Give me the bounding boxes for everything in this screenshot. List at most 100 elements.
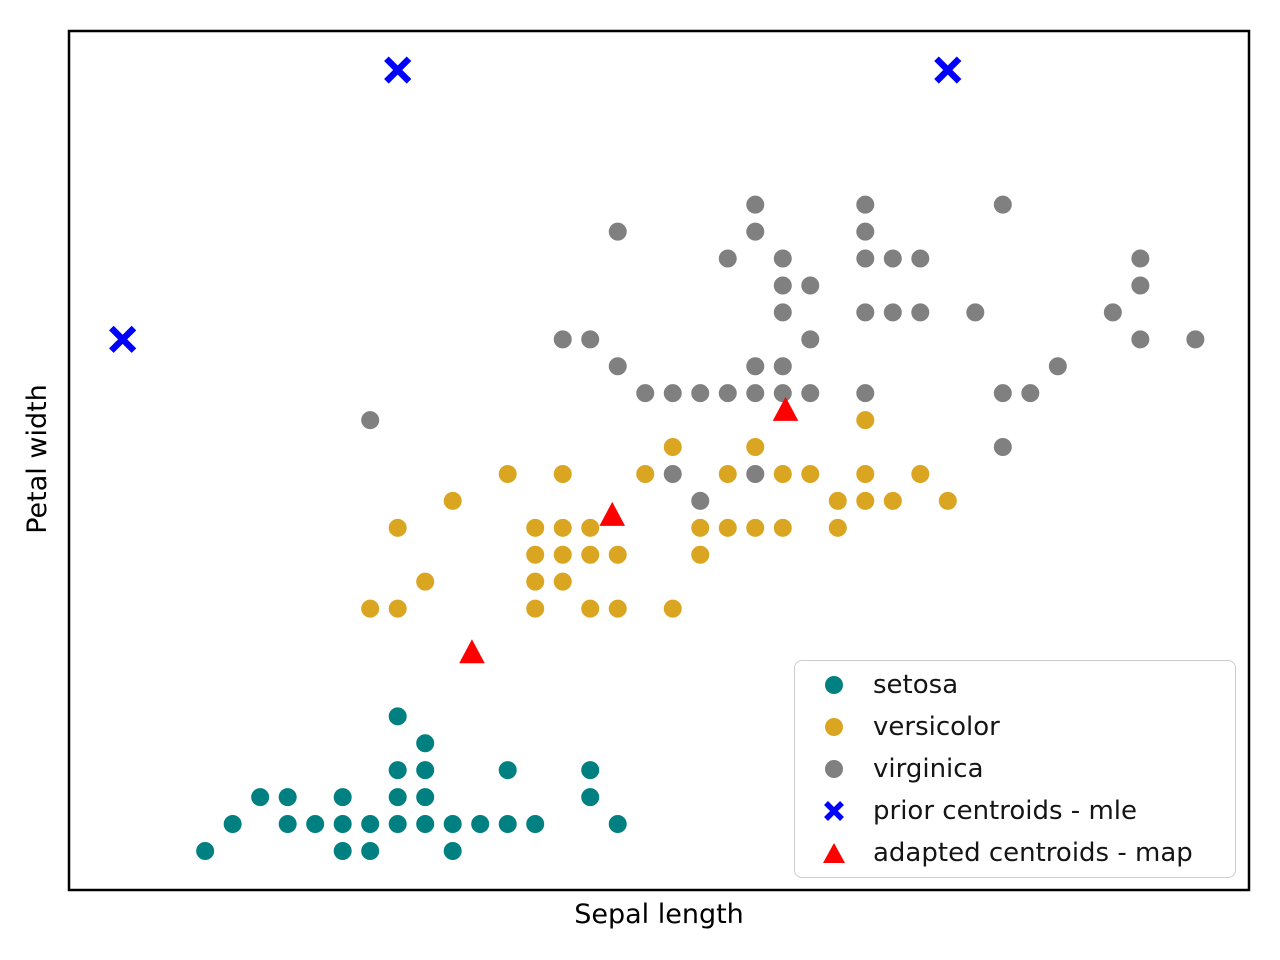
data-point-versicolor	[827, 517, 848, 538]
data-point-virginica	[1130, 329, 1151, 350]
data-point-versicolor	[580, 517, 601, 538]
data-point-versicolor	[607, 598, 628, 619]
legend-item-prior-centroids: prior centroids - mle	[795, 790, 1235, 832]
legend: setosa versicolor virginica prior centro…	[794, 660, 1236, 878]
data-point-virginica	[717, 248, 738, 269]
data-point-virginica	[745, 383, 766, 404]
data-point-virginica	[745, 356, 766, 377]
data-point-virginica	[992, 194, 1013, 215]
data-point-virginica	[772, 302, 793, 323]
data-point-versicolor	[855, 490, 876, 511]
data-point-setosa	[415, 760, 436, 781]
data-point-versicolor	[497, 463, 518, 484]
data-points-layer	[109, 56, 1206, 861]
data-point-virginica	[1185, 329, 1206, 350]
data-point-prior	[109, 325, 137, 353]
data-point-versicolor	[937, 490, 958, 511]
data-point-setosa	[442, 840, 463, 861]
x-marker-icon	[795, 798, 873, 824]
data-point-virginica	[717, 383, 738, 404]
data-point-virginica	[745, 463, 766, 484]
data-point-virginica	[745, 194, 766, 215]
data-point-versicolor	[552, 571, 573, 592]
data-point-setosa	[470, 814, 491, 835]
data-point-virginica	[662, 383, 683, 404]
data-point-setosa	[387, 814, 408, 835]
data-point-virginica	[800, 329, 821, 350]
data-point-virginica	[965, 302, 986, 323]
data-point-versicolor	[552, 517, 573, 538]
data-point-virginica	[1020, 383, 1041, 404]
data-point-virginica	[855, 194, 876, 215]
data-point-virginica	[772, 248, 793, 269]
data-point-versicolor	[855, 463, 876, 484]
data-point-virginica	[607, 221, 628, 242]
data-point-setosa	[497, 760, 518, 781]
data-point-versicolor	[580, 598, 601, 619]
data-point-versicolor	[882, 490, 903, 511]
data-point-versicolor	[442, 490, 463, 511]
setosa-circle-icon	[795, 675, 873, 695]
data-point-virginica	[662, 463, 683, 484]
data-point-versicolor	[525, 571, 546, 592]
data-point-versicolor	[525, 517, 546, 538]
data-point-setosa	[277, 787, 298, 808]
data-point-versicolor	[662, 598, 683, 619]
data-point-virginica	[800, 275, 821, 296]
data-point-versicolor	[717, 517, 738, 538]
data-point-setosa	[387, 760, 408, 781]
data-point-setosa	[387, 706, 408, 727]
data-point-setosa	[195, 840, 216, 861]
legend-label-versicolor: versicolor	[873, 712, 1000, 742]
data-point-virginica	[855, 248, 876, 269]
data-point-setosa	[250, 787, 271, 808]
data-point-virginica	[772, 383, 793, 404]
data-point-virginica	[580, 329, 601, 350]
data-point-versicolor	[552, 463, 573, 484]
data-point-virginica	[882, 302, 903, 323]
legend-item-setosa: setosa	[795, 664, 1235, 706]
data-point-versicolor	[525, 544, 546, 565]
data-point-versicolor	[745, 437, 766, 458]
legend-label-prior-centroids: prior centroids - mle	[873, 796, 1137, 826]
data-point-versicolor	[690, 517, 711, 538]
data-point-setosa	[580, 760, 601, 781]
data-point-versicolor	[525, 598, 546, 619]
data-point-virginica	[745, 221, 766, 242]
data-point-versicolor	[580, 544, 601, 565]
data-point-setosa	[415, 787, 436, 808]
virginica-circle-icon	[795, 759, 873, 779]
data-point-versicolor	[415, 571, 436, 592]
data-point-versicolor	[772, 517, 793, 538]
data-point-versicolor	[360, 598, 381, 619]
data-point-setosa	[497, 814, 518, 835]
data-point-virginica	[910, 302, 931, 323]
legend-item-virginica: virginica	[795, 748, 1235, 790]
y-axis-label: Petal width	[22, 384, 53, 534]
data-point-setosa	[305, 814, 326, 835]
data-point-versicolor	[662, 437, 683, 458]
data-point-setosa	[442, 814, 463, 835]
data-point-versicolor	[745, 517, 766, 538]
data-point-virginica	[360, 410, 381, 431]
data-point-virginica	[1130, 275, 1151, 296]
data-point-setosa	[332, 787, 353, 808]
data-point-virginica	[910, 248, 931, 269]
data-point-prior	[384, 56, 412, 84]
data-point-adapted	[772, 396, 799, 421]
data-point-virginica	[1102, 302, 1123, 323]
legend-label-virginica: virginica	[873, 754, 984, 784]
data-point-versicolor	[772, 463, 793, 484]
data-point-virginica	[855, 383, 876, 404]
data-point-setosa	[387, 787, 408, 808]
data-point-virginica	[635, 383, 656, 404]
data-point-adapted	[599, 501, 626, 526]
legend-item-versicolor: versicolor	[795, 706, 1235, 748]
data-point-setosa	[525, 814, 546, 835]
data-point-versicolor	[717, 463, 738, 484]
data-point-versicolor	[552, 544, 573, 565]
data-point-versicolor	[387, 517, 408, 538]
data-point-virginica	[992, 437, 1013, 458]
data-point-virginica	[552, 329, 573, 350]
